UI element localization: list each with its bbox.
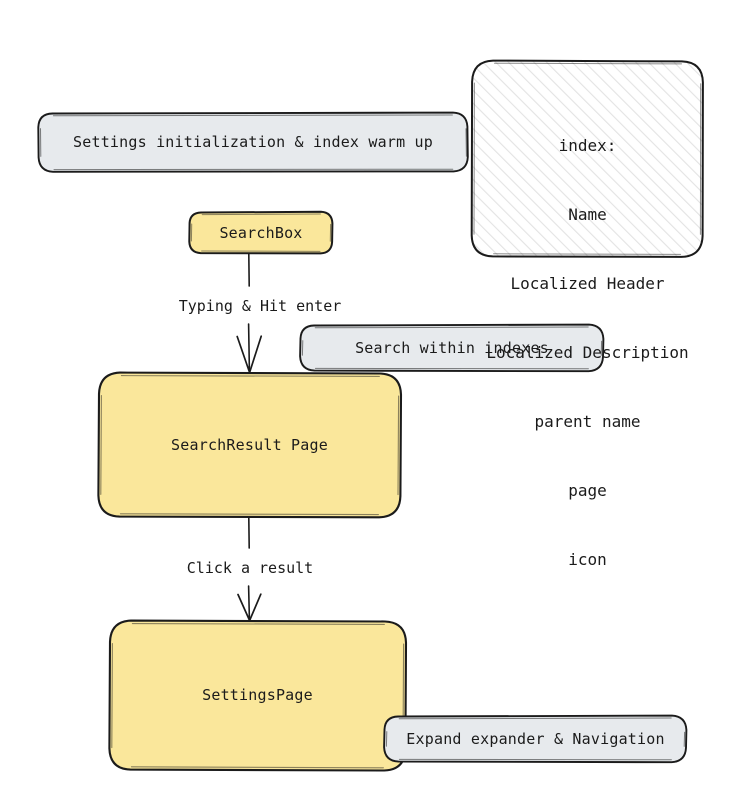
- search-box-node[interactable]: [189, 212, 333, 254]
- edge-typing-hit-enter: [236, 253, 263, 374]
- expand-navigation-note[interactable]: [384, 715, 687, 762]
- edge-click-a-result: [237, 517, 262, 622]
- edge-label-typing-hit-enter: Typing & Hit enter: [178, 297, 342, 315]
- search-result-page-node[interactable]: [98, 372, 401, 518]
- index-schema-note[interactable]: [472, 60, 703, 257]
- index-schema-line-6: icon: [568, 550, 607, 569]
- settings-page-node[interactable]: [109, 620, 406, 770]
- settings-init-note[interactable]: [38, 112, 468, 172]
- edge-label-click-a-result: Click a result: [186, 559, 314, 577]
- index-schema-line-4: parent name: [534, 412, 641, 431]
- index-schema-line-5: page: [568, 481, 607, 500]
- index-schema-line-2: Localized Header: [510, 274, 665, 293]
- search-within-indexes-note[interactable]: [300, 325, 604, 371]
